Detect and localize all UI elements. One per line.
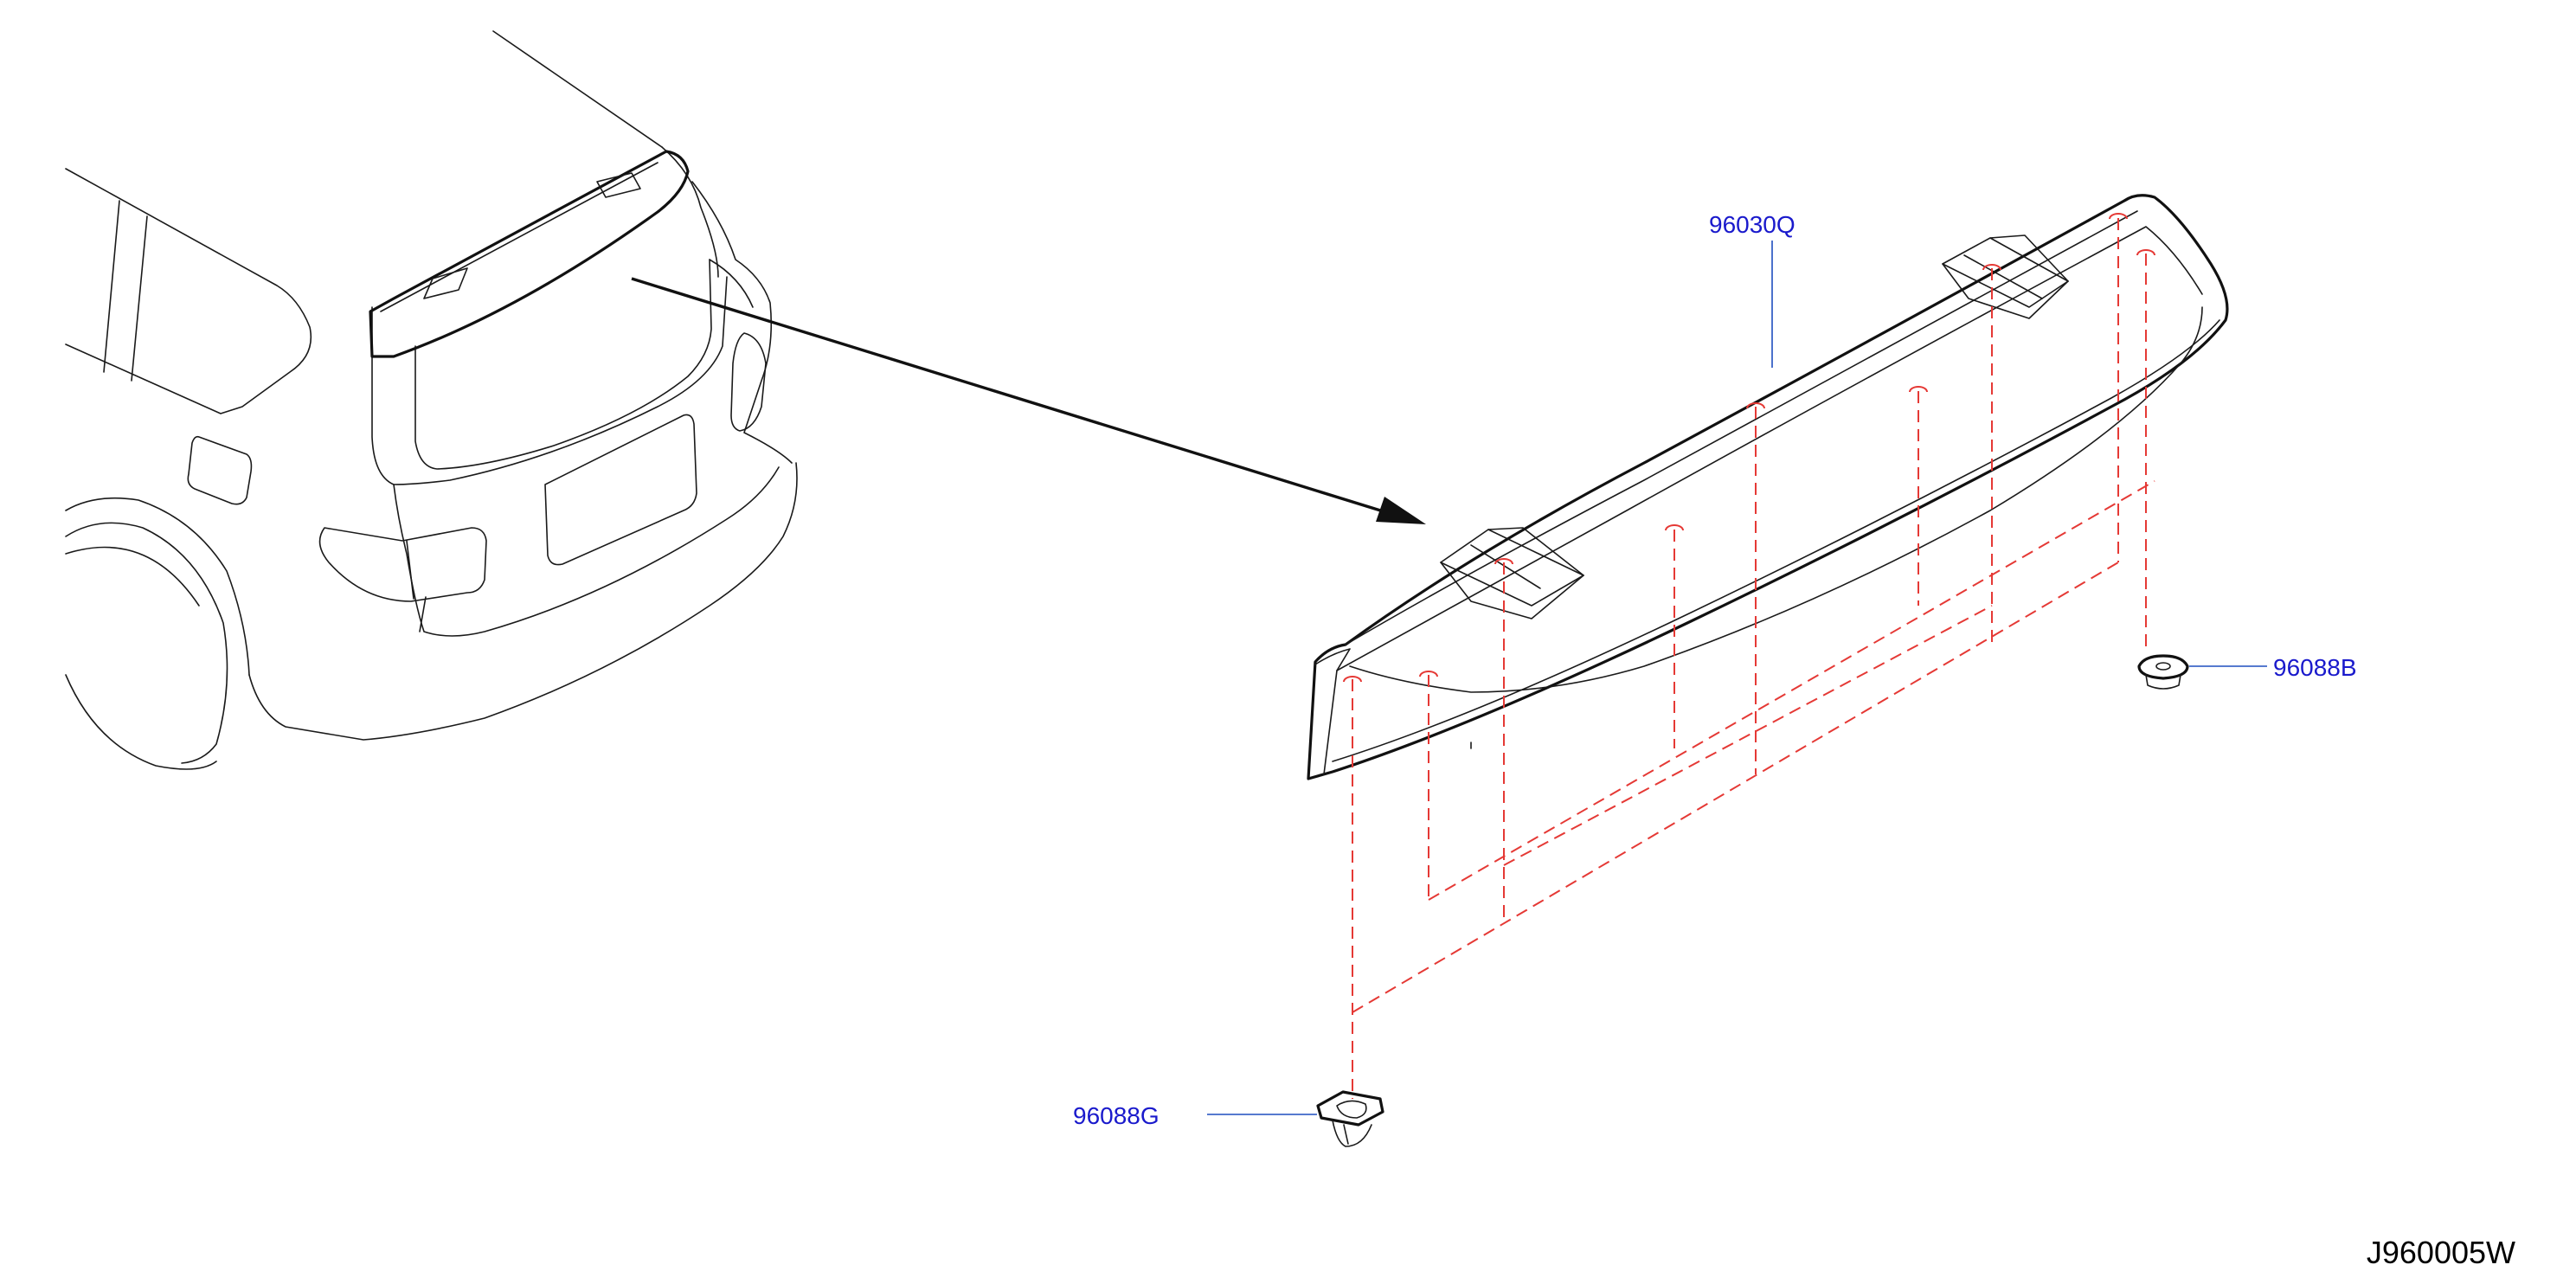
clip-part-illustration xyxy=(1316,1090,1384,1147)
spoiler-detail-illustration xyxy=(1307,194,2229,780)
spoiler-part-number[interactable]: 96030Q xyxy=(1709,211,1795,238)
mount-point-8 xyxy=(2109,213,2128,220)
mount-point-5 xyxy=(1746,402,1765,409)
mount-point-markers xyxy=(1343,213,2155,683)
grommet-part-illustration xyxy=(2137,654,2189,690)
mount-point-6 xyxy=(1909,386,1928,393)
mount-point-2 xyxy=(1419,671,1438,677)
mount-point-7 xyxy=(1982,264,2001,271)
mount-point-9 xyxy=(2136,249,2155,256)
detail-arrow xyxy=(631,277,1426,524)
grommet-part-number[interactable]: 96088B xyxy=(2273,654,2357,681)
assembly-guide-lines xyxy=(1352,218,2155,1099)
mount-point-4 xyxy=(1665,524,1684,531)
mount-point-3 xyxy=(1494,558,1513,565)
vehicle-rear-illustration xyxy=(65,30,798,770)
clip-part-number[interactable]: 96088G xyxy=(1073,1102,1160,1129)
diagram-id: J960005W xyxy=(2366,1235,2515,1270)
mount-point-1 xyxy=(1343,676,1362,683)
